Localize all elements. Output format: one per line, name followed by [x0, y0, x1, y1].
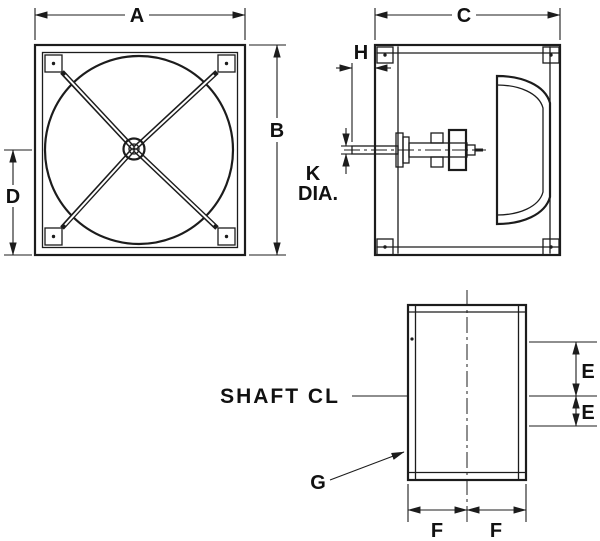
cross-brace-core	[133, 74, 215, 150]
dim-k-suffix-label: DIA.	[298, 183, 338, 205]
corner-gusset	[217, 227, 236, 246]
dim-c: C	[374, 4, 561, 40]
dim-f: F F	[407, 484, 527, 541]
fan-opening-circle	[43, 54, 235, 246]
bearing-plate-2	[402, 136, 410, 164]
gusset-bolt	[224, 61, 229, 66]
g-callout: G	[310, 451, 405, 494]
dim-f-left-label: F	[431, 520, 443, 541]
gusset-bolt	[383, 245, 387, 249]
gusset-bolt	[51, 234, 56, 239]
dim-c-label: C	[457, 5, 471, 27]
dim-d: D	[1, 149, 32, 256]
cross-brace-core	[64, 148, 135, 226]
mount-bolt-top	[430, 132, 444, 144]
dim-b-label: B	[270, 120, 284, 142]
gusset-bolt	[549, 53, 553, 57]
label-backing	[452, 4, 476, 26]
dim-h-label: H	[354, 42, 368, 64]
dim-e-lower-label: E	[581, 402, 594, 424]
mount-bolt-bottom	[430, 156, 444, 168]
hub-outer	[122, 137, 146, 161]
corner-gusset	[217, 54, 236, 73]
frame-inner	[41, 51, 239, 249]
label-backing	[125, 4, 149, 26]
leader-line	[329, 451, 405, 481]
hub-inner	[128, 143, 140, 155]
gusset-bolt	[51, 61, 56, 66]
venturi-inner	[496, 84, 544, 216]
dim-k: K DIA.	[298, 128, 352, 205]
label-backing	[1, 185, 25, 207]
corner-gusset	[376, 238, 394, 256]
dim-h: H	[336, 42, 391, 142]
dim-b: B	[249, 44, 289, 256]
frame-outer	[33, 43, 247, 257]
hub-center	[132, 147, 136, 151]
plan-view	[406, 290, 528, 522]
corner-gusset	[542, 238, 560, 256]
dim-a-label: A	[130, 5, 144, 27]
shaft-cl-label: SHAFT CL	[220, 385, 340, 408]
dim-a: A	[34, 4, 246, 40]
gusset-bolt	[224, 234, 229, 239]
gusset-bolt	[549, 245, 553, 249]
motor-shaft	[351, 145, 399, 155]
corner-gusset	[44, 227, 63, 246]
gusset-bolt	[383, 53, 387, 57]
venturi-outer	[495, 74, 552, 226]
panel-bolt	[410, 337, 414, 341]
shaft-cl-callout: SHAFT CL	[220, 385, 408, 408]
cross-brace-core	[133, 148, 215, 226]
dim-k-label: K	[306, 163, 321, 185]
dim-e: E E	[529, 341, 597, 427]
front-view	[33, 43, 247, 257]
dim-d-label: D	[6, 186, 20, 208]
corner-gusset	[376, 46, 394, 64]
cross-brace-core	[64, 74, 135, 150]
corner-gusset	[542, 46, 560, 64]
corner-gusset	[44, 54, 63, 73]
cross-braces	[60, 70, 219, 230]
label-backing	[265, 118, 289, 142]
dim-e-upper-label: E	[581, 361, 594, 383]
dim-g-label: G	[310, 472, 326, 494]
dim-f-right-label: F	[490, 520, 502, 541]
side-view	[344, 43, 562, 257]
